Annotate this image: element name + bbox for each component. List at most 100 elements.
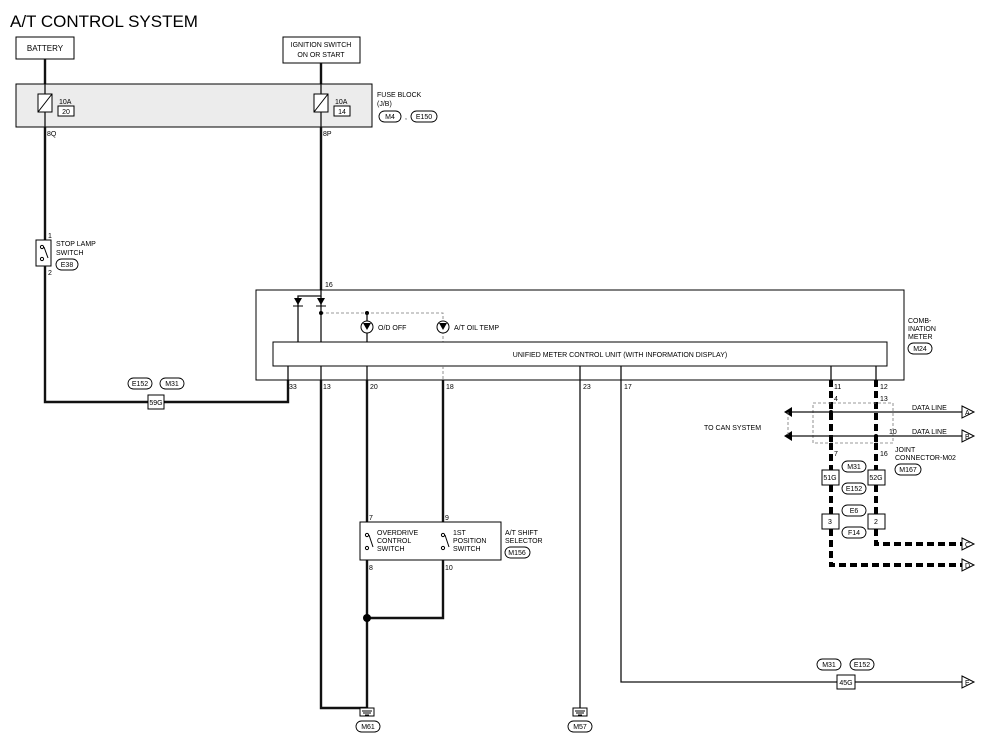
diode-left-icon	[294, 298, 302, 305]
od-switch-contact-top	[364, 532, 370, 538]
first-switch-line1: 1ST	[453, 530, 467, 537]
bottom-m31-pill	[816, 658, 842, 671]
connector-51g-label: 51G	[823, 475, 836, 482]
connector-pin-2-label: 2	[874, 519, 878, 526]
arrow-c-icon	[961, 537, 976, 551]
at-oil-temp-label: A/T OIL TEMP	[454, 325, 499, 332]
connector-m31-pill	[159, 377, 185, 390]
ignition-switch-box: IGNITION SWITCH ON OR START	[282, 36, 361, 64]
od-switch-line3: SWITCH	[377, 546, 405, 553]
selector-pin-10: 10	[445, 565, 453, 572]
can-pin-4: 4	[834, 396, 838, 403]
meter-connector: M24	[913, 346, 927, 353]
fuse-right-num: 14	[338, 109, 346, 116]
connector-59g-pin: 59G	[149, 400, 162, 407]
od-switch-blade	[368, 534, 374, 548]
selector-connector: M156	[508, 550, 526, 557]
selector-pin10-wire	[367, 560, 445, 620]
meter-internal-wire-a	[297, 290, 322, 342]
to-can-system-label: TO CAN SYSTEM	[704, 425, 761, 432]
can-wire-to-c	[874, 529, 962, 546]
meter-pin-18: 18	[446, 384, 454, 391]
fuse-left-num: 20	[62, 109, 70, 116]
joint-label-line1: JOINT	[895, 447, 916, 454]
joint-connector-label: M167	[899, 467, 917, 474]
ignition-label-line1: IGNITION SWITCH	[291, 42, 352, 49]
selector-label-line2: SELECTOR	[505, 538, 543, 545]
can-pin-10: 10	[889, 429, 897, 436]
selector-pin-8: 8	[369, 565, 373, 572]
ground-m57-icon	[572, 707, 588, 717]
battery-label: BATTERY	[27, 44, 64, 53]
stop-lamp-connector-pill	[55, 258, 79, 271]
at-shift-selector: 7 9 8 10 OVERDRIVE CONTROL SWITCH 1ST PO…	[359, 515, 502, 572]
arrow-d-label: D	[965, 563, 970, 570]
od-off-lamp-arrow	[363, 323, 371, 330]
connector-45g-pin: 45G	[839, 680, 852, 687]
connector-m31-label: M31	[165, 381, 179, 388]
first-switch-blade	[444, 534, 450, 548]
at-oil-temp-lamp-arrow	[439, 323, 447, 330]
unified-meter-control-unit	[272, 341, 888, 367]
can-e152-label: E152	[846, 486, 862, 493]
connector-45g	[836, 674, 856, 690]
arrow-e-icon	[961, 675, 976, 689]
fuse-block-label-line2: (J/B)	[377, 101, 392, 108]
arrow-b-icon	[961, 429, 976, 443]
fuse-block-connector-e150: E150	[416, 114, 432, 121]
can-pin-13: 13	[880, 396, 888, 403]
ground-junction-dot	[363, 614, 371, 622]
meter-label-line3: METER	[908, 334, 933, 341]
bottom-m31-label: M31	[822, 662, 836, 669]
fuse-right-amps: 10A	[335, 99, 348, 106]
stop-lamp-signal-wire	[43, 266, 290, 404]
ground-m57-pill	[567, 720, 593, 733]
data-line-b-junction	[874, 434, 878, 438]
can-f14-label: F14	[848, 530, 860, 537]
fuse-left-amps: 10A	[59, 99, 72, 106]
can-e152-pill	[841, 482, 867, 495]
can-pin-7: 7	[834, 451, 838, 458]
meter-label-line1: COMB-	[908, 318, 932, 325]
pin13-ground-wire	[319, 380, 367, 710]
meter-label-line2: INATION	[908, 326, 936, 333]
meter-pin-33: 33	[289, 384, 297, 391]
stop-lamp-label-line2: SWITCH	[56, 250, 84, 257]
arrow-e-label: E	[965, 680, 970, 687]
can-arrow-left-b-icon	[784, 431, 792, 441]
meter-pin-23: 23	[583, 384, 591, 391]
battery-box: BATTERY	[15, 36, 75, 60]
meter-pin-11: 11	[834, 384, 841, 391]
ground-m61-icon	[359, 707, 375, 717]
connector-e152-pill	[127, 377, 153, 390]
can-e6-label: E6	[850, 508, 859, 515]
fuse-pin-left: 8Q	[47, 131, 57, 138]
arrow-b-label: B	[965, 434, 970, 441]
first-switch-contact-bottom	[440, 545, 446, 551]
can-m31-pill	[841, 460, 867, 473]
od-switch-line1: OVERDRIVE	[377, 530, 419, 537]
meter-junction-1	[319, 311, 323, 315]
fuse-block-label-line1: FUSE BLOCK	[377, 92, 422, 99]
bottom-e152-pill	[849, 658, 875, 671]
joint-connector-box	[812, 402, 894, 444]
selector-connector-pill	[504, 546, 531, 559]
connector-pin-3-label: 3	[828, 519, 832, 526]
can-pin-16: 16	[880, 451, 888, 458]
stop-lamp-switch: 1 2	[35, 233, 52, 277]
meter-pin-16: 16	[325, 282, 333, 289]
connector-52g-label: 52G	[869, 475, 882, 482]
stop-lamp-connector: E38	[61, 262, 74, 269]
meter-connector-pill	[907, 342, 933, 355]
meter-pin-12: 12	[880, 384, 888, 391]
stop-lamp-pin-bottom: 2	[48, 270, 52, 277]
arrow-c-label: C	[965, 542, 970, 549]
arrow-a-icon	[961, 405, 976, 419]
pin17-wire	[620, 380, 962, 683]
connector-59g	[147, 394, 165, 410]
fuse-block-connector-sep: ,	[405, 114, 407, 121]
fuse-block: 10A 20 10A 14	[15, 83, 373, 128]
first-switch-line2: POSITION	[453, 538, 486, 545]
selector-pin-9: 9	[445, 515, 449, 522]
ground-m57-label: M57	[573, 724, 587, 731]
